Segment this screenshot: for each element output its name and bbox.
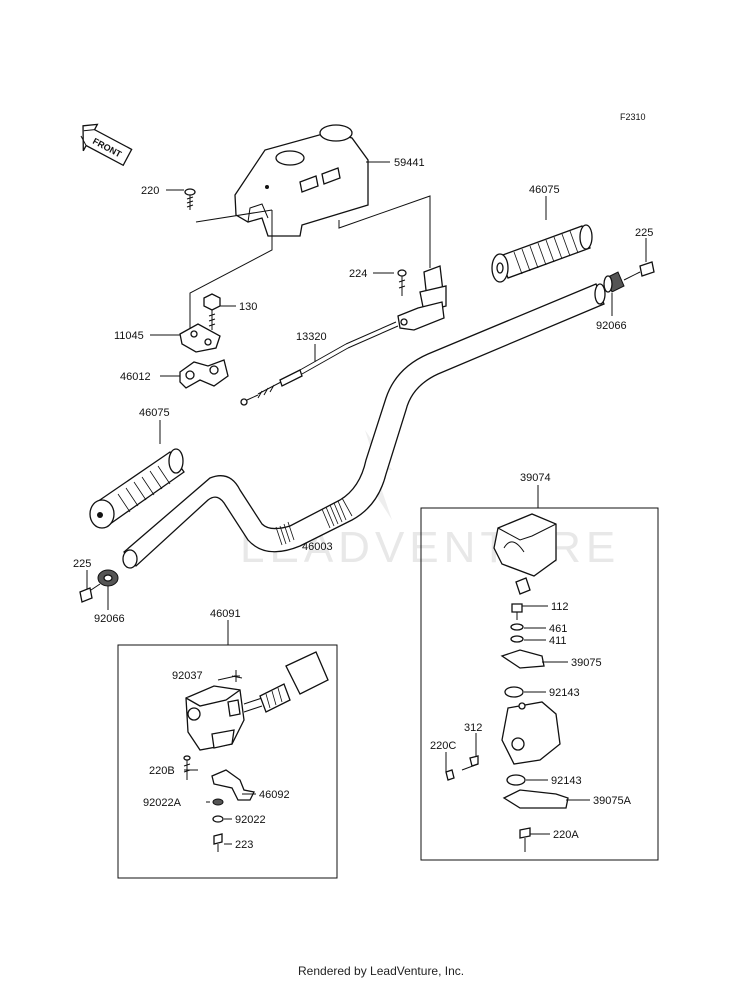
throttle-cable (240, 321, 399, 406)
front-arrow-icon: FRONT (80, 123, 133, 167)
label-46092: 46092 (259, 789, 290, 801)
label-39075A: 39075A (593, 795, 632, 807)
label-39075: 39075 (571, 657, 602, 669)
grip-left (89, 448, 185, 529)
leader-lines (86, 161, 647, 610)
label-92066-left: 92066 (94, 613, 125, 625)
label-46012: 46012 (120, 371, 151, 383)
label-92066-right: 92066 (596, 320, 627, 332)
label-220B: 220B (149, 765, 175, 777)
label-39074: 39074 (520, 472, 551, 484)
switch-box (117, 620, 338, 879)
label-59441: 59441 (394, 157, 425, 169)
label-220: 220 (141, 185, 159, 197)
label-92022: 92022 (235, 814, 266, 826)
label-411: 411 (549, 635, 567, 647)
handlebar (122, 283, 606, 569)
label-312: 312 (464, 722, 482, 734)
grip-right (491, 224, 593, 283)
label-92037: 92037 (172, 670, 203, 682)
label-46003: 46003 (302, 541, 333, 553)
label-92022A: 92022A (143, 797, 182, 809)
label-13320: 13320 (296, 331, 327, 343)
label-46075-left: 46075 (139, 407, 170, 419)
footer-credit: Rendered by LeadVenture, Inc. (298, 964, 464, 978)
diagram-code: F2310 (620, 112, 646, 122)
throttle-lever (397, 265, 447, 331)
clamp-assembly (179, 293, 229, 389)
label-224: 224 (349, 268, 367, 280)
label-112: 112 (551, 601, 569, 613)
label-46091: 46091 (210, 608, 241, 620)
handlebar-cover (234, 124, 369, 237)
label-46075-right: 46075 (529, 184, 560, 196)
label-11045: 11045 (114, 330, 144, 342)
label-220A: 220A (553, 829, 579, 841)
watermark-logo: LEADVENTURE (240, 430, 615, 572)
label-225-right: 225 (635, 227, 653, 239)
label-223: 223 (235, 839, 253, 851)
switch-box-right (420, 485, 659, 861)
label-92143-a: 92143 (549, 687, 580, 699)
label-225-left: 225 (73, 558, 91, 570)
label-92143-b: 92143 (551, 775, 582, 787)
bar-end-left (79, 569, 119, 603)
bar-end-right (603, 261, 655, 293)
label-461: 461 (549, 623, 567, 635)
part-labels: 59441 220 224 130 11045 13320 46012 4607… (73, 157, 653, 851)
screw-220-icon (184, 188, 196, 210)
label-220C: 220C (430, 740, 456, 752)
label-130: 130 (239, 301, 257, 313)
